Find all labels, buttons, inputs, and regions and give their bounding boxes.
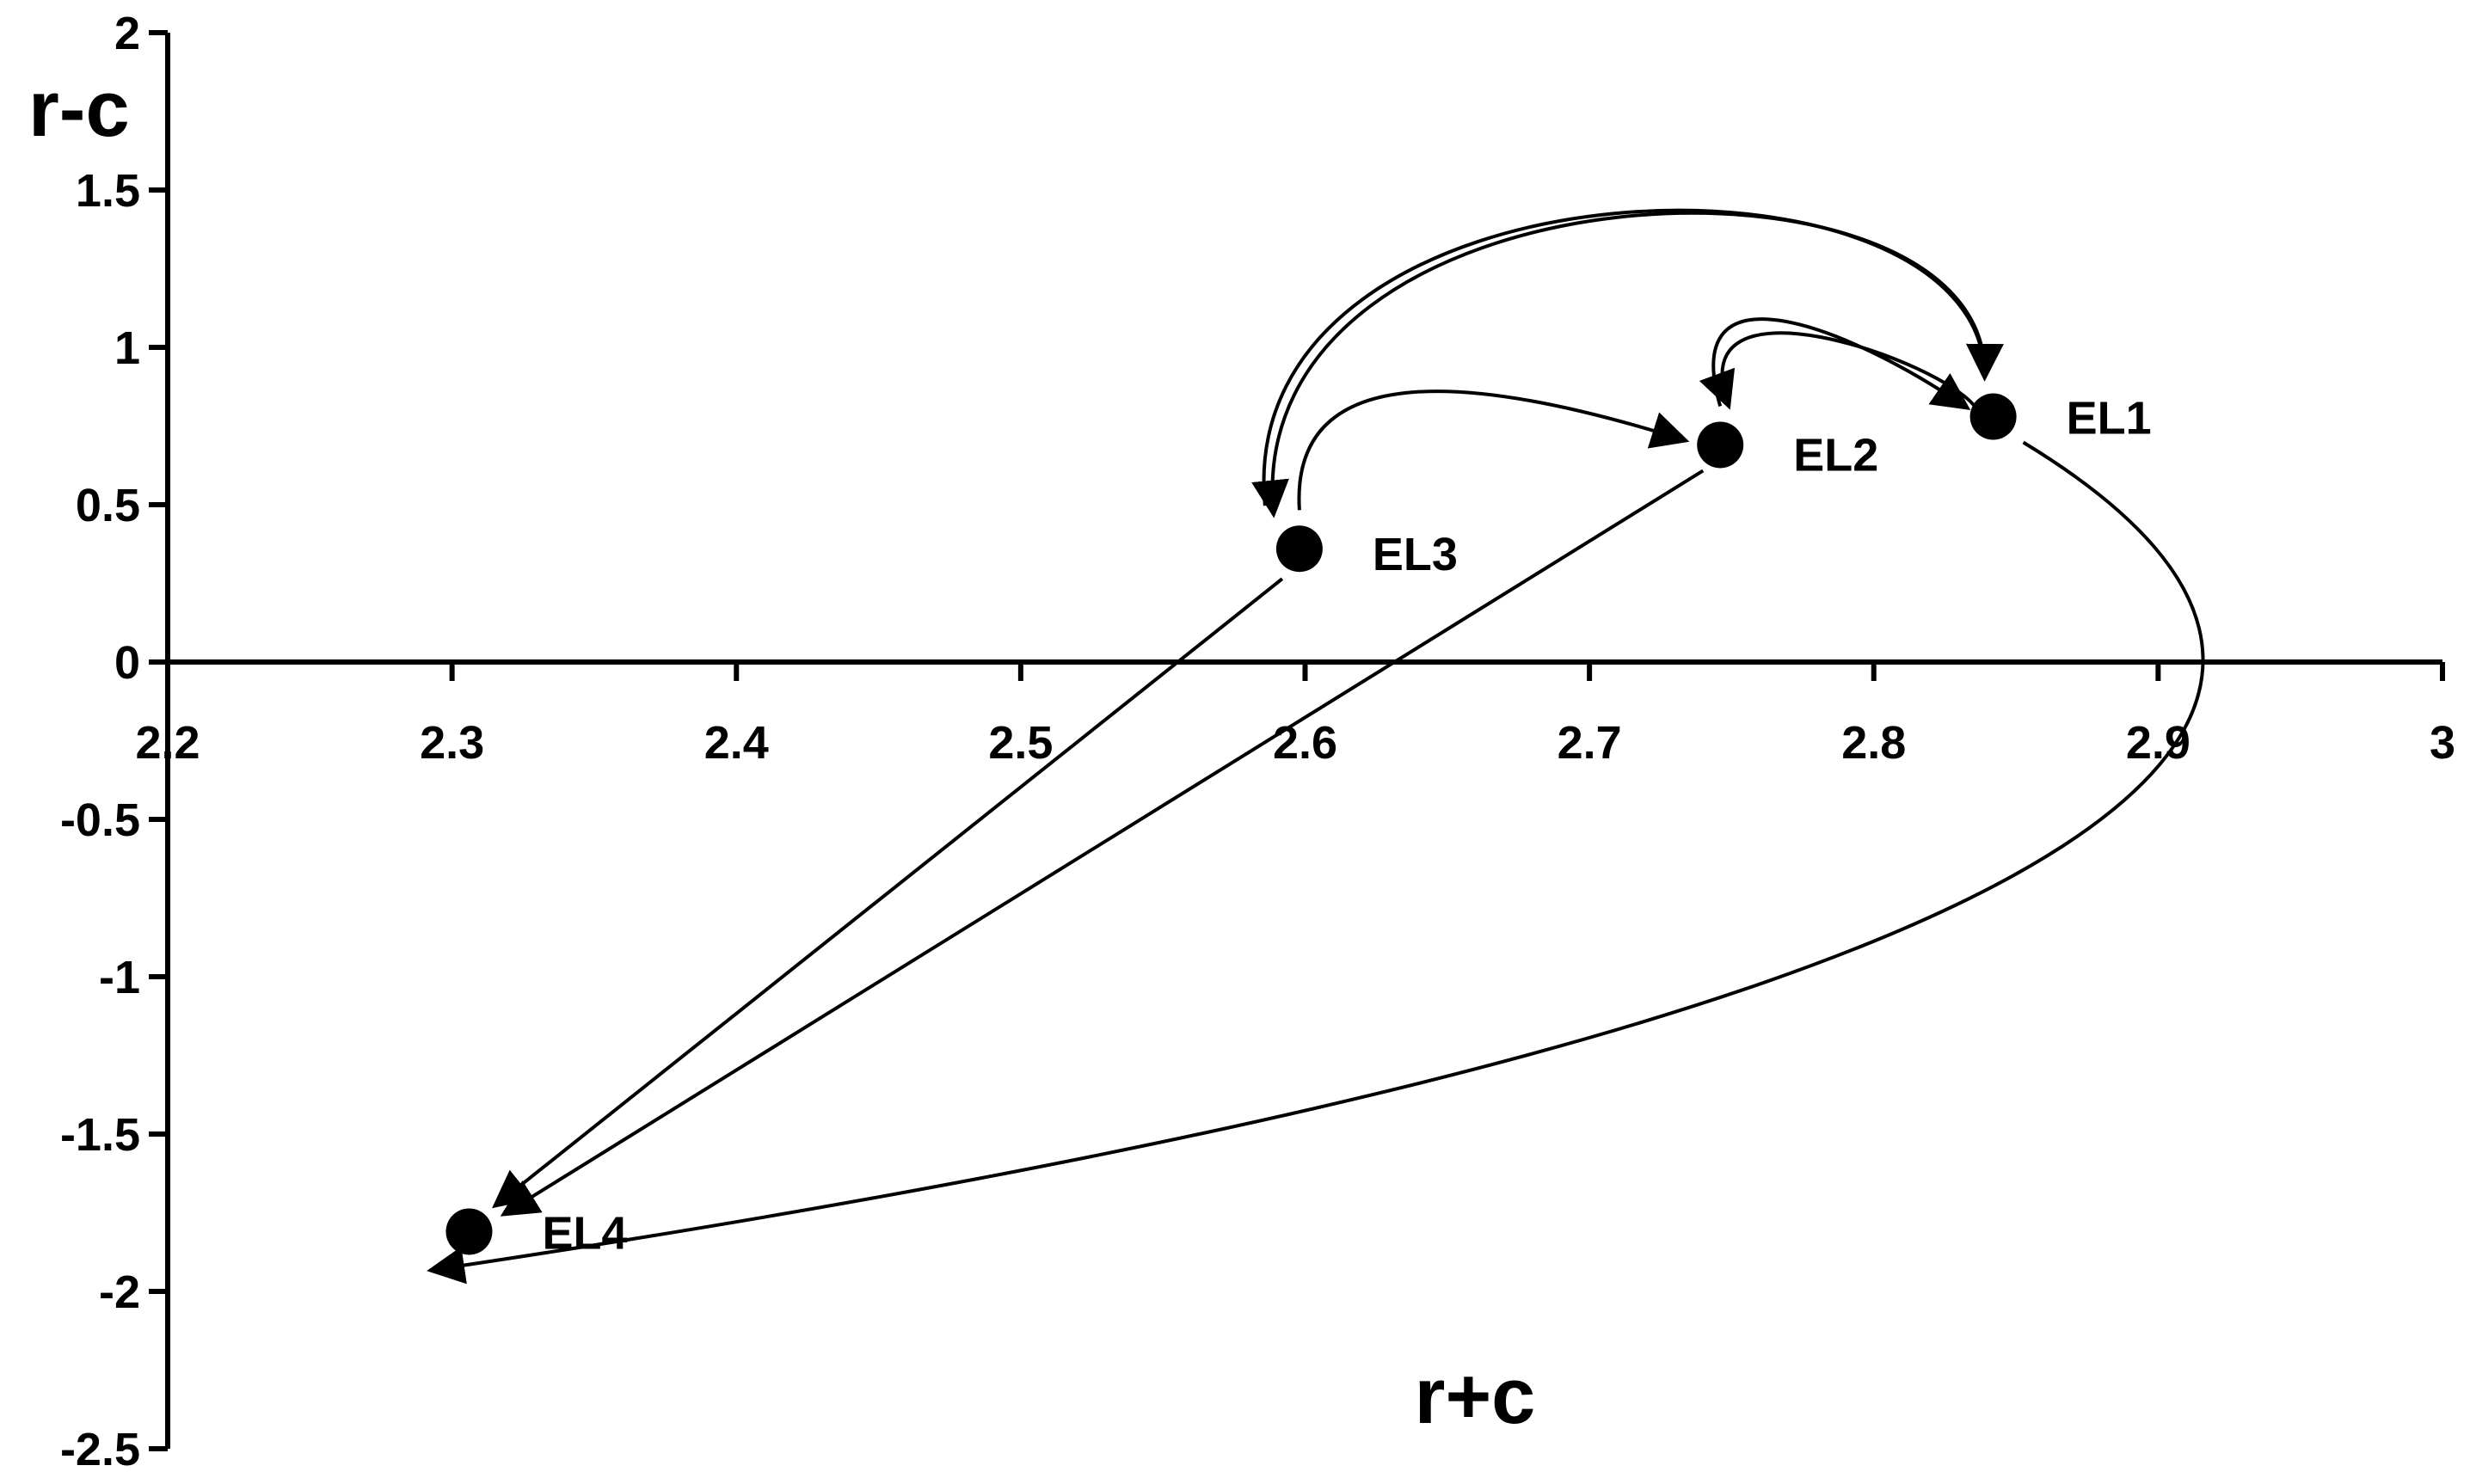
- y-tick-label: -2.5: [60, 1424, 140, 1475]
- x-tick-label: 2.6: [1273, 717, 1337, 769]
- y-tick-label: -1.5: [60, 1109, 140, 1161]
- x-axis-title: r+c: [1415, 1352, 1536, 1440]
- tick-labels: 2 1.5 1 0.5 0 -0.5 -1 -1.5 -2 -2.5 2.2 2.3 2.4 2.5 2.6…: [60, 8, 2455, 1475]
- data-point-el1: [1969, 393, 2017, 440]
- y-tick-label: -1: [99, 952, 140, 1003]
- relation-arrow-el3-to-el1: [1262, 208, 2004, 506]
- relation-arrow-el1-to-el3: [1251, 211, 1987, 518]
- point-label-el1: EL1: [2067, 393, 2152, 445]
- relation-arrows: [427, 208, 2205, 1285]
- relation-arrow-el1-to-el4: [427, 440, 2205, 1285]
- y-tick-label: 2: [114, 8, 140, 59]
- relation-arrow-el1-to-el2: [1699, 331, 1978, 410]
- point-label-el4: EL4: [542, 1207, 627, 1259]
- x-tick-label: 3: [2430, 717, 2455, 769]
- x-tick-label: 2.9: [2126, 717, 2190, 769]
- x-tick-label: 2.3: [420, 717, 484, 769]
- y-tick-label: 1.5: [76, 165, 140, 217]
- relation-arrow-el2-to-el1: [1711, 317, 1971, 411]
- y-tick-label: -2: [99, 1266, 140, 1318]
- axis-titles: r+c r-c: [28, 65, 1535, 1440]
- data-point-el2: [1697, 421, 1744, 469]
- x-tick-label: 2.8: [1841, 717, 1906, 769]
- x-tick-label: 2.4: [704, 717, 769, 769]
- y-tick-label: -0.5: [60, 794, 140, 846]
- y-tick-label: 0.5: [76, 480, 140, 531]
- point-label-el2: EL2: [1793, 429, 1878, 481]
- data-point-el3: [1275, 525, 1323, 573]
- x-tick-label: 2.5: [988, 717, 1053, 769]
- point-label-el3: EL3: [1373, 529, 1458, 580]
- y-tick-label: 1: [114, 322, 140, 374]
- axes: [149, 30, 2445, 1451]
- data-point-el4: [445, 1208, 493, 1255]
- y-axis-title: r-c: [28, 65, 130, 153]
- x-tick-label: 2.2: [135, 717, 200, 769]
- x-tick-label: 2.7: [1558, 717, 1622, 769]
- relation-arrow-el2-to-el4: [500, 469, 1705, 1217]
- y-tick-label: 0: [114, 637, 140, 689]
- relation-arrow-el3-to-el2: [1297, 389, 1690, 511]
- relation-arrow-el3-to-el4: [492, 577, 1284, 1209]
